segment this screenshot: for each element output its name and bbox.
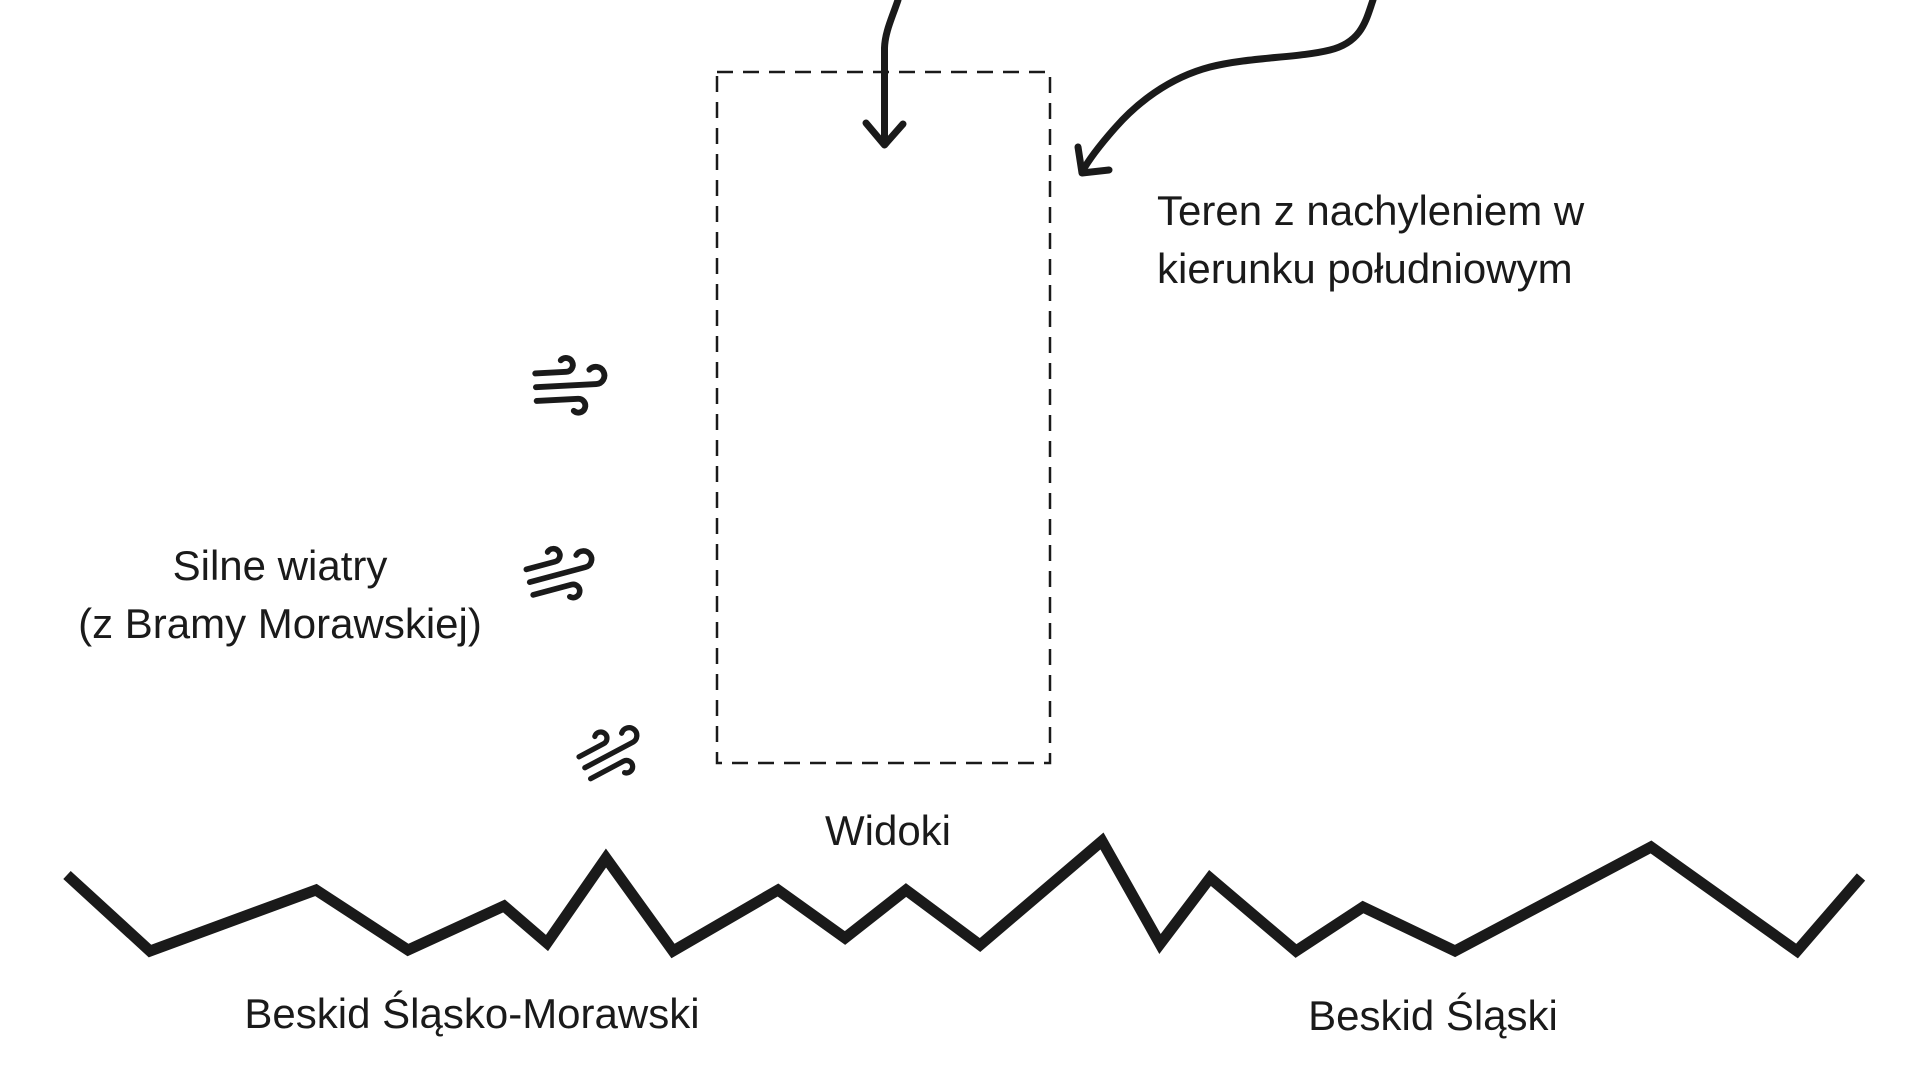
views-label: Widoki	[824, 807, 952, 854]
wind-icon	[535, 356, 607, 415]
curved-arrow-icon	[1074, 0, 1377, 177]
wind-note-line1: Silne wiatry	[172, 542, 388, 589]
arrow-down-icon	[862, 0, 907, 149]
slope-note-line2: kierunku południowym	[1157, 245, 1573, 292]
mountain-range-left-label: Beskid Śląsko-Morawski	[244, 990, 700, 1037]
wind-icon	[573, 717, 651, 790]
mountain-ridge-zigzag	[63, 832, 1866, 959]
wind-icon	[523, 540, 600, 608]
dashed-plot-boundary	[715, 70, 1052, 765]
slope-note: Teren z nachyleniem w kierunku południow…	[1157, 182, 1677, 298]
slope-note-line1: Teren z nachyleniem w	[1157, 187, 1585, 234]
wind-note-line2: (z Bramy Morawskiej)	[78, 600, 482, 647]
wind-note: Silne wiatry (z Bramy Morawskiej)	[30, 537, 530, 653]
mountain-range-right-label: Beskid Śląski	[1308, 992, 1558, 1039]
